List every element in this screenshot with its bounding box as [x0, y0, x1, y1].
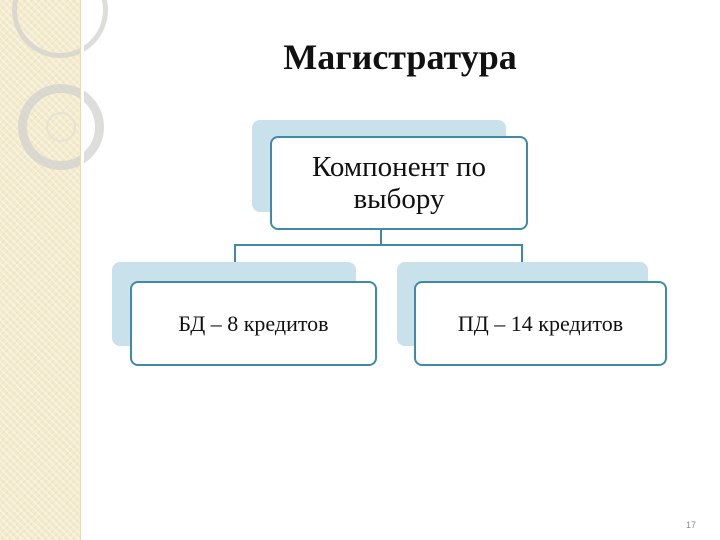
child-node-label: ПД – 14 кредитов: [457, 310, 624, 336]
connector-vertical-left: [234, 244, 236, 262]
slide-title: Магистратура: [283, 37, 517, 77]
decorative-ring: [12, 0, 108, 58]
decorative-ring: [46, 112, 76, 142]
child-node-label: БД – 8 кредитов: [178, 310, 329, 336]
root-node: Компонент по выбору: [270, 136, 528, 230]
child-node-pd: ПД – 14 кредитов: [414, 281, 667, 366]
root-node-label: Компонент по выбору: [311, 151, 487, 215]
side-strip-edge: [80, 0, 84, 540]
connector-vertical-right: [521, 244, 523, 262]
decorative-ring: [18, 84, 104, 170]
decorative-side-strip: [0, 0, 108, 540]
child-node-bd: БД – 8 кредитов: [130, 281, 377, 366]
slide-number: 17: [686, 520, 697, 530]
connector-vertical-root: [380, 230, 382, 245]
connector-horizontal: [234, 244, 523, 246]
